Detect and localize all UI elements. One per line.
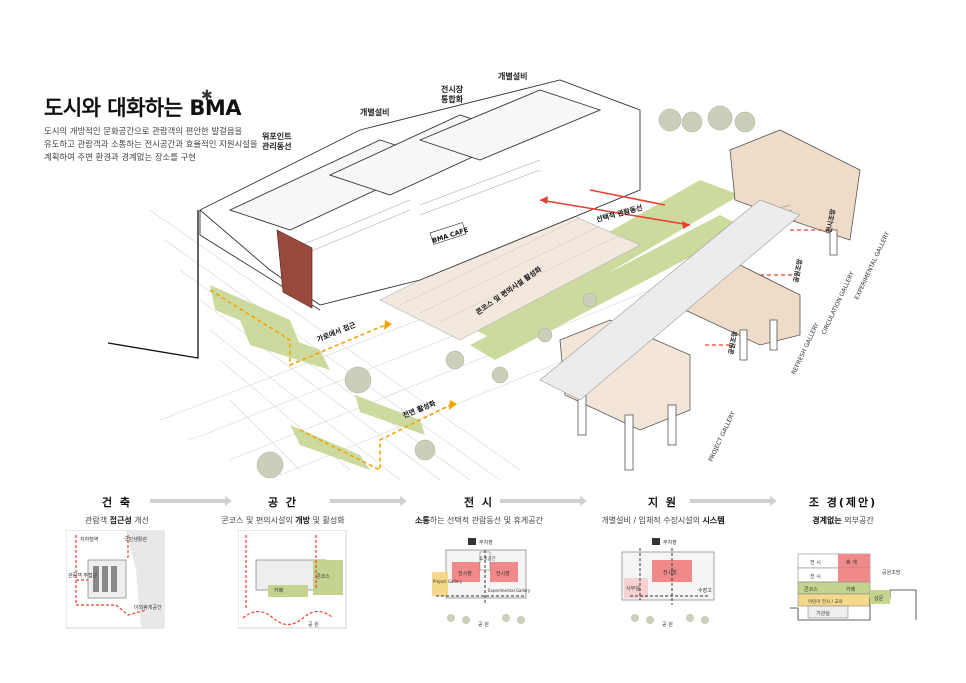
panel-text: 전시장 [496,570,510,577]
step-space: 공 간 콘코스 및 편의시설의 개방 및 활성화 [208,494,358,526]
panel-text: 카페 [274,587,284,594]
step-support: 지 원 개별설비 / 입체적 수장시설의 시스템 [588,494,738,526]
gallery-label-experimental: EXPERIMENTAL GALLERY [853,231,891,301]
park-view-label-2: 공원조망 [726,330,739,355]
panel-text: 국민생활관 [124,536,147,543]
step-landscape: 조 경(제안) 경계없는 외부공간 [768,494,918,526]
panel-support: 주차장 전시장 사무실 수장고 공 원 [612,530,728,628]
view-arrows [705,229,830,346]
description: 도시의 개방적인 문화공간으로 관람객의 편안한 발걸음을 유도하고 관람객과 … [44,125,274,164]
site-boundary [107,210,199,359]
label-waterfront: 워포인트 관리동선 [262,132,291,152]
label-line: 통합화 [441,95,464,104]
panel-text: 관람객 주접근 [68,572,98,579]
step-architecture: 건 축 관람객 접근성 개선 [42,494,192,526]
step-subtitle: 소통하는 선택적 관람동선 및 휴게공간 [415,516,543,525]
cafe-sign [429,222,467,245]
panel-text: 야외휴게공간 [134,604,162,611]
axonometric-illustration: BMA CAFE [107,79,891,481]
panel-text: 어린이 전시 / 교육 [808,598,843,605]
description-line: 도시의 개방적인 문화공간으로 관람객의 편안한 발걸음을 [44,126,243,136]
arrow-head [540,196,548,204]
arrow-head [449,400,457,410]
panel-text: Project Gallery [433,579,463,584]
step-heading: 공 간 [267,496,299,509]
label-line: 관리동선 [262,142,292,151]
description-line: 계획하여 주변 환경과 경계없는 장소를 구현 [44,152,196,162]
panel-architecture: 지하철역 국민생활관 관람객 주접근 야외휴게공간 [66,530,165,629]
panel-space: 카페 콘코스 공 원 [238,530,347,629]
panel-text: 휴 게 [846,559,857,566]
panel-text: 카페 [846,586,856,593]
description-line: 유도하고 관람객과 소통하는 전시공간과 효율적인 지원시설을 [44,139,258,149]
label-individual2: 개별설비 [498,72,528,81]
arrow-head [682,221,690,229]
step-subtitle: 관람객 접근성 개선 [85,516,149,525]
arrow-head [384,320,392,330]
panel-exhibit: 주차장 전시장 전시장 휴게공간 Project Gallery Experim… [428,530,544,628]
panel-text: 주차장 [479,539,493,546]
panel-text: 공 원 [662,621,673,628]
sparkle-icon: ✱ [201,88,213,104]
label-line: 전시장 [441,85,464,94]
panel-text: 기관실 [816,610,830,617]
panel-text: 공 원 [308,621,319,628]
sidewalk-label: 전면 활성화 [401,398,437,420]
step-subtitle: 경계없는 외부공간 [812,516,874,525]
label-individual1: 개별설비 [360,108,390,117]
label-line: 워포인트 [262,132,292,141]
step-heading: 지 원 [647,496,679,509]
panel-text: 공 원 [478,621,489,628]
panel-text: 전시장 [458,570,472,577]
street-access-label: 가로에서 접근 [315,320,357,344]
panel-text: 전 시 [810,559,821,566]
park-view-label: 공원조망 [791,258,804,283]
panel-text: 성문 [874,595,884,602]
plaza-grid [399,217,621,323]
page-title: 도시와 대화하는 BMA [44,96,242,120]
panel-text: 콘코스 [316,574,330,580]
step-heading: 전 시 [463,496,495,509]
access-routes [209,289,451,472]
gallery-label-project: PROJECT GALLERY [707,410,737,463]
gallery-label-circulation: CIRCULATION GALLERY [820,270,856,336]
step-arrows [150,496,777,506]
panel-text: 수장고 [698,587,712,594]
selective-route [539,189,691,226]
step-heading: 조 경(제안) [808,496,878,509]
panel-text: 전시장 [663,569,677,576]
step-subtitle: 콘코스 및 편의시설의 개방 및 활성화 [221,516,345,525]
panel-text: 콘코스 [804,587,818,593]
right-wing [559,129,861,471]
panel-text: 휴게공간 [479,555,496,562]
panel-text: 주차장 [663,539,677,546]
label-exhibit: 전시장 통합화 [441,85,463,105]
panel-landscape: 전 시 휴 게 전 시 콘코스 카페 어린이 전시 / 교육 기관실 공원조망 … [790,553,917,621]
panel-text: 전 시 [810,573,821,580]
panel-text: Experimental Gallery [488,588,531,593]
walkway-deck [539,199,801,401]
panel-text: 지하철역 [80,536,98,543]
panel-text: 공원조망 [882,569,901,576]
exhibit-view-label: 전시조망 [824,208,837,233]
trees [256,105,756,479]
panel-text: 사무실 [626,585,640,592]
step-heading: 건 축 [101,496,133,509]
brick-wall [276,229,313,309]
step-exhibit: 전 시 소통하는 선택적 관람동선 및 휴게공간 [404,494,554,526]
step-subtitle: 개별설비 / 입체적 수장시설의 시스템 [601,516,725,525]
